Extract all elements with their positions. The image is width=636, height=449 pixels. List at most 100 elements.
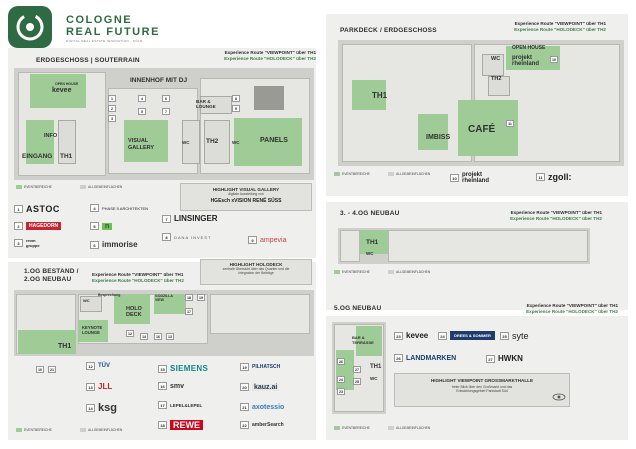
og5-route-viewpoint-label: Experience Route "VIEWPOINT" über TH1 (526, 303, 618, 308)
exhibitor-logo: PHASE 5 ARCHITEKTEN (102, 205, 149, 211)
highlight-title: HIGHLIGHT HOLODECK (229, 262, 283, 267)
legend-events-text: EVENTBEREICHE (342, 172, 370, 176)
exhibitor-logo: revm gruppe (26, 238, 40, 248)
highlight-artists: HGEsch xVISION RENÉ SÜSS (210, 198, 282, 205)
og1-wc-label: WC (83, 298, 90, 303)
exhibitor-logo: kauz.ai (252, 383, 280, 391)
exhibitor-logo: LEPEL&LEPEL (170, 402, 203, 408)
exhibitor-logo: DANA INVEST (174, 234, 212, 240)
map-badge: 10 (550, 56, 558, 63)
highlight-viewpoint: HIGHLIGHT VIEWPOINT GROSSMARKTHALLE frei… (394, 373, 570, 407)
pd-route-holodeck-label: Experience Route "HOLODECK" über TH2 (514, 27, 606, 32)
legend-common: ALLGEMEINFLÄCHEN (80, 185, 122, 189)
legend-common-text: ALLGEMEINFLÄCHEN (396, 426, 431, 430)
exhibitor-item: 1 ASTOC (14, 204, 60, 214)
exhibitor-number: 18 (158, 421, 167, 429)
map-badge: 3 (108, 115, 116, 122)
imbiss-label: IMBISS (426, 134, 451, 141)
highlight-title: HIGHLIGHT VIEWPOINT GROSSMARKTHALLE (430, 378, 534, 383)
exhibitor-item: 7 LINSINGER (162, 214, 218, 223)
og1-route-holodeck-label: Experience Route "HOLODECK" über TH2 (92, 278, 184, 283)
bar-lounge-label: BAR & LOUNGE (196, 99, 216, 109)
map-badge: 13 (166, 333, 174, 340)
pd-legend-events: EVENTBEREICHE (334, 172, 370, 176)
og5-legend-events: EVENTBEREICHE (334, 426, 370, 430)
map-badge: 18 (185, 294, 193, 301)
exhibitor-logo: DREES & SOMMER (450, 331, 495, 340)
exhibitor-logo: LANDMARKEN (406, 354, 457, 362)
exhibitor-logo: immorise (102, 240, 138, 249)
map-badge: 6 (162, 95, 170, 102)
og5-wc-label: WC (370, 376, 378, 381)
exhibitor-item: 22 amberSearch (240, 421, 284, 429)
exhibitor-item: 12 TÜV (86, 362, 110, 370)
legend-events-text: EVENTBEREICHE (24, 428, 52, 432)
highlight-line1: freier Blick über den Großmarkt und das (451, 385, 513, 389)
og1-th1-label: TH1 (58, 343, 72, 350)
exhibitor-item: 27 HWKN (486, 354, 523, 363)
route-viewpoint-label: Experience Route "VIEWPOINT" über TH1 (224, 50, 316, 55)
legend-common-text: ALLGEMEINFLÄCHEN (396, 172, 431, 176)
exhibitor-number: 5 (90, 222, 99, 230)
pd-th1-label: TH1 (372, 91, 388, 100)
og34-route-viewpoint-label: Experience Route "VIEWPOINT" über TH1 (510, 210, 602, 215)
exhibitor-logo: axotessio (252, 403, 285, 411)
exhibitor-logo: ksg (98, 402, 117, 414)
erdgeschoss-floorplan (14, 68, 314, 180)
exhibitor-number: 10 (450, 174, 459, 182)
pd-legend-common: ALLGEMEINFLÄCHEN (388, 172, 430, 176)
exhibitor-item: 25 syte (500, 331, 529, 341)
og5-bar-label: BAR & TERRASSE (352, 335, 374, 345)
map-badge: 4 (138, 95, 146, 102)
route-holodeck-label: Experience Route "HOLODECK" über TH2 (224, 56, 316, 61)
exhibitor-item: 2 HAGEDORN (14, 222, 62, 230)
og34-legend-events: EVENTBEREICHE (334, 270, 370, 274)
exhibitor-number: 22 (240, 421, 249, 429)
exhibitor-item: 15 SIEMENS (158, 364, 208, 373)
info-label: INFO (44, 133, 58, 139)
highlight-visual-gallery: HIGHLIGHT VISUAL GALLERY digitale Ausste… (180, 183, 312, 211)
exhibitor-logo: HAGEDORN (26, 222, 62, 230)
holodeck-label: HOLO DECK (126, 306, 142, 318)
og34-floorplan (338, 228, 590, 264)
exhibitor-item: 16 smv (158, 382, 184, 390)
exhibitor-logo: ampevia (260, 236, 287, 244)
legend-events: EVENTBEREICHE (16, 185, 52, 189)
exhibitor-number: 24 (438, 331, 447, 340)
og34-th1-label: TH1 (366, 239, 379, 246)
og5-route-holodeck-label: Experience Route "HOLODECK" über TH2 (526, 309, 618, 314)
exhibitor-logo: n (102, 222, 113, 230)
exhibitor-item: 18 REWE (158, 420, 203, 430)
parkdeck-floorplan (338, 40, 624, 166)
exhibitor-item: 5 n (90, 222, 113, 230)
legend-events-text: EVENTBEREICHE (342, 270, 370, 274)
map-badge: 1 (108, 95, 116, 102)
brand-name-line1: COLOGNE (66, 14, 133, 26)
map-badge: 26 (337, 358, 345, 365)
brand-tagline: DIGITAL REAL ESTATE INNOVATION · KÖLN (66, 39, 143, 43)
highlight-line2: Entwicklungsgebiet Parkstadt Süd (456, 389, 508, 394)
exhibitor-item: 9 ampevia (248, 236, 286, 244)
exhibitor-number: 26 (394, 354, 403, 362)
og1-title-line2: 2.OG NEUBAU (24, 276, 72, 283)
exhibitor-number: 15 (158, 364, 167, 373)
exhibitor-item: 14 ksg (86, 402, 117, 414)
exhibitor-item: 4 PHASE 5 ARCHITEKTEN (90, 204, 148, 212)
eye-icon (552, 388, 566, 406)
exhibitor-logo: syte (512, 331, 529, 341)
map-badge: 17 (185, 308, 193, 315)
og1-route-viewpoint-label: Experience Route "VIEWPOINT" über TH1 (92, 272, 184, 277)
exhibitor-item: 26 LANDMARKEN (394, 354, 456, 362)
pd-wc-label: WC (491, 56, 501, 62)
map-badge: 16 (154, 333, 162, 340)
exhibitor-logo: JLL (98, 382, 113, 391)
exhibitor-logo: smv (170, 382, 185, 390)
highlight-line1: zentrale Übersicht über das Quartier und… (222, 267, 290, 271)
exhibitor-item: 6 immorise (90, 240, 138, 249)
highlight-holodeck: HIGHLIGHT HOLODECK zentrale Übersicht üb… (200, 259, 312, 285)
exhibitor-number: 3 (14, 239, 23, 247)
exhibitor-logo: kevee (406, 331, 429, 340)
og1-floorplan (14, 290, 314, 356)
visual-gallery-label: VISUAL GALLERY (128, 138, 155, 151)
og5-title: 5.OG NEUBAU (334, 305, 382, 312)
